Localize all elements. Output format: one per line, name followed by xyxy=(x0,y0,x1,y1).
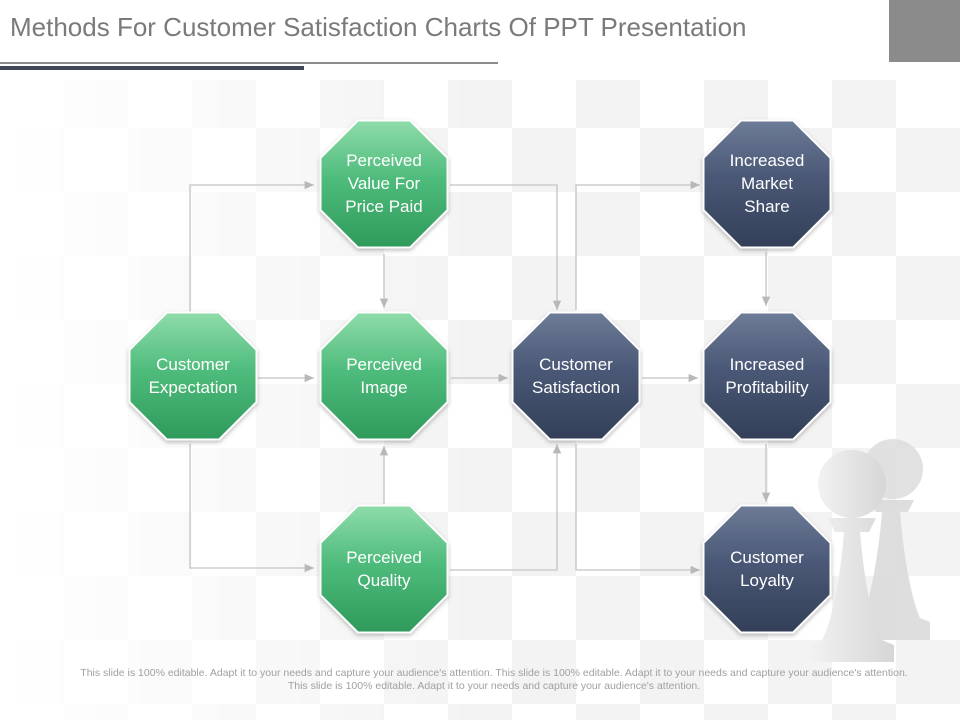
slide-title: Methods For Customer Satisfaction Charts… xyxy=(10,12,747,42)
node-shape-increased-profitability xyxy=(702,311,832,441)
octagon-nodes xyxy=(128,119,832,634)
edge-satisfaction-to-loyalty xyxy=(575,444,700,575)
edge-expectation-to-value xyxy=(189,180,314,312)
node-shape-perceived-image xyxy=(319,311,449,441)
node-shape-increased-market-share xyxy=(702,119,832,249)
node-shape-customer-expectation xyxy=(128,311,258,441)
edge-satisfaction-to-market-share xyxy=(575,180,700,310)
slide-footer-note: This slide is 100% editable. Adapt it to… xyxy=(80,667,908,692)
chess-pawn-icon xyxy=(810,439,930,662)
node-shape-perceived-quality xyxy=(319,504,449,634)
node-shape-customer-loyalty xyxy=(702,504,832,634)
title-underline-thin xyxy=(0,62,498,64)
edge-quality-to-satisfaction xyxy=(450,444,562,571)
node-shape-customer-satisfaction xyxy=(511,311,641,441)
node-shape-perceived-value xyxy=(319,119,449,249)
title-underline-thick xyxy=(0,66,304,70)
corner-block xyxy=(889,0,960,62)
edge-expectation-to-quality xyxy=(189,444,314,573)
connectors xyxy=(189,180,771,575)
edge-value-to-satisfaction xyxy=(450,184,562,310)
